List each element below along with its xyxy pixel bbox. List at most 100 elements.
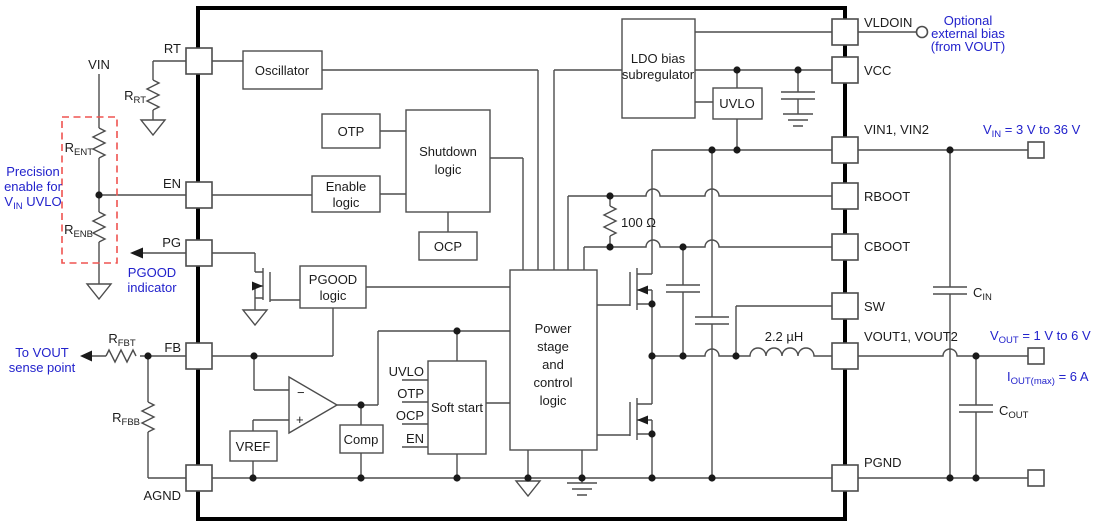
pin-pg	[185, 239, 213, 267]
mosfet-body-arrow-icon	[637, 285, 648, 295]
annotation-precision-enable-3: VIN UVLO	[4, 194, 61, 212]
block-ldo-label-2: subregulator	[622, 67, 695, 82]
soft-start-input-uvlo: UVLO	[389, 364, 424, 379]
soft-start-input-otp: OTP	[397, 386, 424, 401]
annotation-vout-sense-2: sense point	[9, 360, 76, 375]
block-ocp-label: OCP	[434, 239, 462, 254]
external-terminals	[915, 25, 1045, 487]
annotation-pgood-indicator-1: PGOOD	[128, 265, 176, 280]
capacitor-cout-label: COUT	[999, 403, 1029, 421]
pin-sw-label: SW	[864, 299, 886, 314]
pin-vin1-vin2	[831, 136, 859, 164]
pin-vout1-vout2	[831, 342, 859, 370]
pin-en-label: EN	[163, 176, 181, 191]
opamp-error-amplifier	[288, 375, 339, 435]
pin-vcc-label: VCC	[864, 63, 891, 78]
block-soft-start	[427, 360, 487, 455]
resistor-100ohm-label: 100 Ω	[621, 215, 656, 230]
block-power-label-5: logic	[540, 393, 567, 408]
mosfet-highside-icon	[597, 268, 653, 356]
block-oscillator-label: Oscillator	[255, 63, 310, 78]
agnd-ground-icon	[241, 309, 269, 327]
capacitor-vcc	[781, 70, 815, 114]
annotation-optional-bias-2: external bias	[931, 26, 1005, 41]
capacitor-cboot	[666, 247, 700, 356]
blue-annotations: Precision enable for VIN UVLO PGOOD indi…	[4, 13, 1091, 387]
soft-start-input-en: EN	[406, 431, 424, 446]
annotation-precision-enable-2: enable for	[4, 179, 62, 194]
pin-cboot	[831, 233, 859, 261]
block-ocp	[418, 231, 478, 261]
function-blocks	[229, 18, 763, 462]
inductor-2u2	[736, 347, 832, 357]
block-pgood-label-2: logic	[320, 288, 347, 303]
block-ldo-label-1: LDO bias	[631, 51, 686, 66]
precision-enable-highlight-box	[61, 116, 118, 264]
block-enable-logic	[311, 175, 381, 213]
capacitor-internal-vin	[695, 150, 729, 478]
component-labels: VIN RRT RENT RENB RFBT RFBB 100 Ω 2.2 µH…	[64, 57, 1029, 428]
resistor-renb	[91, 211, 107, 243]
pin-rboot	[831, 182, 859, 210]
inductor-label: 2.2 µH	[765, 329, 804, 344]
block-ldo-bias-subregulator	[621, 18, 696, 119]
block-otp-label: OTP	[338, 124, 365, 139]
agnd-ground-icon	[514, 480, 542, 498]
resistor-rfbt-label: RFBT	[108, 331, 136, 349]
pin-fb-label: FB	[164, 340, 181, 355]
pin-rboot-label: RBOOT	[864, 189, 910, 204]
agnd-ground-icon	[85, 283, 113, 301]
block-uvlo-label: UVLO	[719, 96, 754, 111]
pin-agnd	[185, 464, 213, 492]
ground-icons	[85, 119, 597, 498]
pin-cboot-label: CBOOT	[864, 239, 910, 254]
label-iout-max: IOUT(max) = 6 A	[1007, 369, 1089, 387]
annotation-optional-bias-1: Optional	[944, 13, 993, 28]
chip-pins	[185, 18, 859, 492]
annotation-vout-sense-1: To VOUT	[15, 345, 69, 360]
pin-rt-label: RT	[164, 41, 181, 56]
mosfet-body-arrow-icon	[637, 415, 648, 425]
capacitor-cin	[933, 150, 967, 478]
mosfet-pgood-icon	[254, 268, 300, 310]
pg-arrow-icon	[130, 247, 143, 259]
pin-vcc	[831, 56, 859, 84]
pin-pgnd-label: PGND	[864, 455, 902, 470]
block-shutdown-label-1: Shutdown	[419, 144, 477, 159]
fb-arrow-icon	[80, 350, 92, 362]
resistor-rrt-label: RRT	[124, 88, 146, 106]
pin-pg-label: PG	[162, 235, 181, 250]
resistor-rent-label: RENT	[65, 140, 94, 158]
block-pgood-logic	[299, 265, 367, 309]
annotation-optional-bias-3: (from VOUT)	[931, 39, 1005, 54]
block-pgood-label-1: PGOOD	[309, 272, 357, 287]
pin-vldoin	[831, 18, 859, 46]
annotation-precision-enable-1: Precision	[6, 164, 59, 179]
earth-ground-icon	[567, 482, 597, 496]
wires	[91, 31, 1028, 483]
resistor-100ohm	[602, 205, 618, 237]
capacitor-cin-label: CIN	[973, 285, 992, 303]
block-comp-label: Comp	[344, 432, 379, 447]
soft-start-input-stubs	[402, 379, 428, 448]
block-power-label-1: Power	[535, 321, 573, 336]
soft-start-input-ocp: OCP	[396, 408, 424, 423]
capacitor-cout	[959, 356, 993, 478]
block-shutdown-label-2: logic	[435, 162, 462, 177]
block-soft-start-label: Soft start	[431, 400, 483, 415]
earth-ground-icon	[783, 113, 813, 127]
resistor-rrt	[145, 79, 161, 111]
block-labels: Oscillator OTP Shutdown logic Enable log…	[236, 51, 755, 454]
pin-vout-label: VOUT1, VOUT2	[864, 329, 958, 344]
pin-agnd-label: AGND	[143, 488, 181, 503]
pin-pgnd	[831, 464, 859, 492]
block-power-label-3: and	[542, 357, 564, 372]
block-power-stage	[509, 269, 598, 451]
block-otp	[321, 113, 381, 149]
annotation-pgood-indicator-2: indicator	[127, 280, 177, 295]
block-shutdown-logic	[405, 109, 491, 213]
terminal-vldoin-circle	[915, 25, 929, 39]
resistor-rent	[91, 127, 107, 159]
